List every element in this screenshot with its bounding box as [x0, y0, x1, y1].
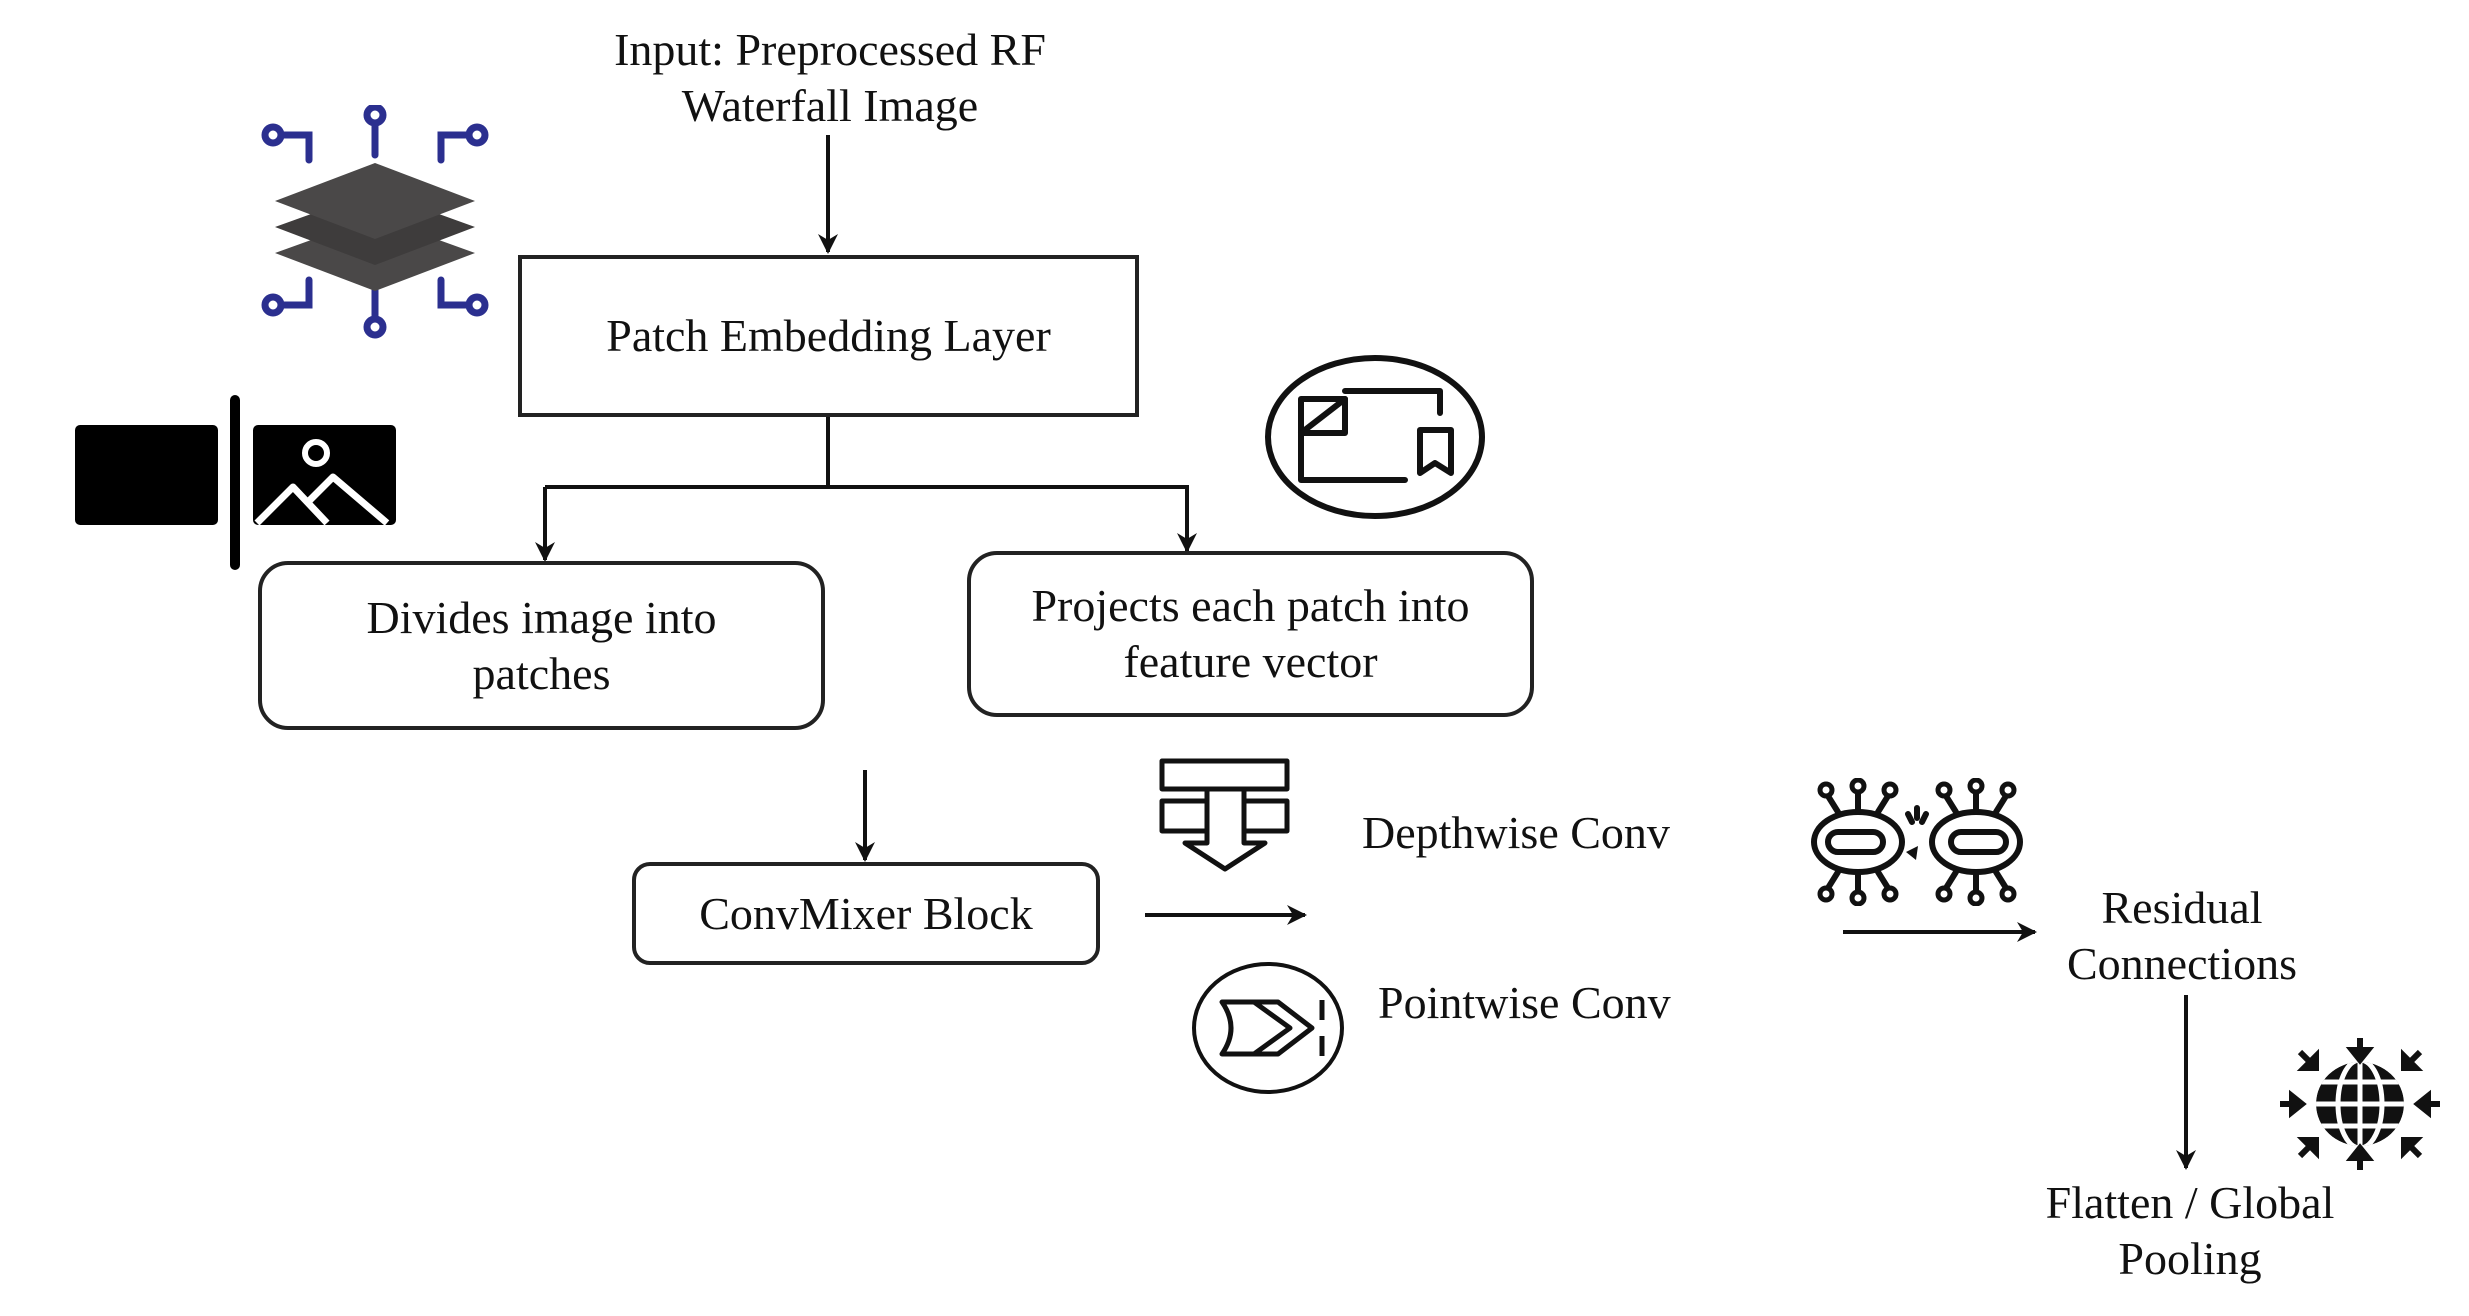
layers-network-icon: [261, 105, 489, 339]
residual-label: Residual Connections: [2032, 880, 2332, 992]
input-label-line1: Input: Preprocessed RF: [614, 24, 1046, 75]
document-bookmark-icon: [1265, 355, 1485, 519]
projects-box: Projects each patch into feature vector: [967, 551, 1534, 717]
input-label: Input: Preprocessed RF Waterfall Image: [530, 22, 1130, 134]
residual-line1: Residual: [2101, 882, 2263, 933]
divides-line2: patches: [472, 647, 611, 699]
divides-box: Divides image into patches: [258, 561, 825, 730]
stacked-down-arrow-icon: [1159, 758, 1290, 872]
convmixer-box: ConvMixer Block: [632, 862, 1100, 965]
flatten-label: Flatten / Global Pooling: [1990, 1175, 2390, 1287]
flatten-line2: Pooling: [2118, 1233, 2262, 1284]
residual-line2: Connections: [2067, 938, 2297, 989]
input-label-line2: Waterfall Image: [681, 80, 979, 131]
fast-forward-circle-icon: [1192, 962, 1344, 1094]
depthwise-label: Depthwise Conv: [1362, 807, 1670, 858]
divides-line1: Divides image into: [366, 591, 717, 643]
pointwise-label: Pointwise Conv: [1378, 977, 1671, 1028]
patch-embedding-label: Patch Embedding Layer: [606, 310, 1051, 361]
broken-chain-circuit-icon: [1811, 778, 2023, 906]
image-split-icon: [75, 395, 396, 570]
projects-line1: Projects each patch into: [1031, 580, 1470, 631]
flatten-line1: Flatten / Global: [2045, 1177, 2335, 1228]
convmixer-label: ConvMixer Block: [699, 887, 1033, 939]
globe-compress-icon: [2280, 1038, 2440, 1170]
patch-embedding-box: Patch Embedding Layer: [518, 255, 1139, 417]
projects-line2: feature vector: [1123, 636, 1378, 687]
